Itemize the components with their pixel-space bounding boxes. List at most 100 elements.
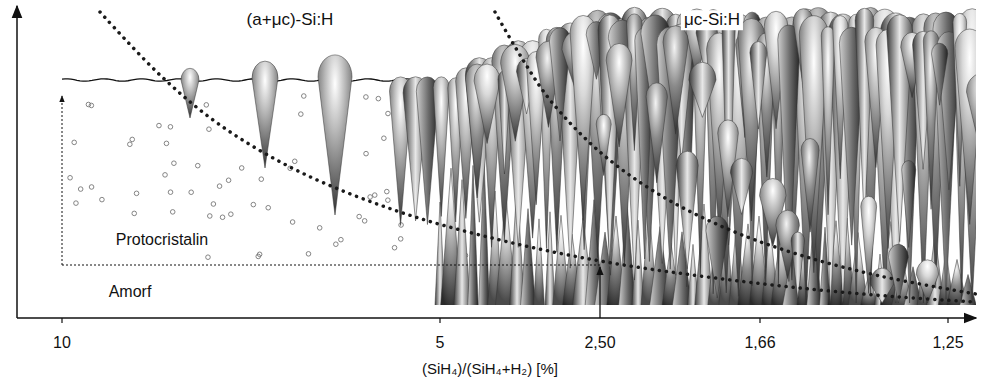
crystal-grain xyxy=(870,268,894,303)
amorphous-dot xyxy=(392,245,397,250)
amorphous-dot xyxy=(364,151,369,156)
crystal-grain xyxy=(955,29,976,224)
amorphous-dot xyxy=(168,125,173,130)
amorphous-dot xyxy=(292,159,297,164)
crystal-grain xyxy=(902,161,916,248)
amorphous-dot xyxy=(362,219,367,224)
surface-line xyxy=(62,79,419,81)
amorphous-dot xyxy=(334,242,339,247)
protocrystalline-guide xyxy=(62,265,600,266)
amorphous-dot xyxy=(206,255,211,260)
crystal-grain xyxy=(801,139,819,233)
tick-label: 1,25 xyxy=(929,334,966,352)
amorphous-dot xyxy=(386,198,391,203)
amorphous-dot xyxy=(170,210,175,215)
amorphous-dot xyxy=(399,223,404,228)
crystal-grain xyxy=(318,55,352,215)
amorphous-dot xyxy=(89,103,94,108)
crystal-grain xyxy=(474,64,500,143)
region-label: Amorf xyxy=(106,283,155,301)
crystal-grain xyxy=(606,43,632,147)
phase-boundary-curve xyxy=(100,12,976,302)
protocrystalline-guide-arrow xyxy=(62,96,63,265)
tick-label: 10 xyxy=(50,334,74,352)
amorphous-dot xyxy=(86,102,91,107)
amorphous-dot xyxy=(384,189,389,194)
axis-title: (SiH₄)/(SiH₄+H₂) [%] xyxy=(419,360,561,377)
crystal-grain xyxy=(689,62,716,117)
crystal-grain xyxy=(706,216,729,298)
amorphous-dot xyxy=(164,141,169,146)
crystal-grain xyxy=(533,219,544,305)
amorphous-dot xyxy=(204,103,209,108)
amorphous-dot xyxy=(220,215,225,220)
amorphous-dot xyxy=(68,175,73,180)
amorphous-dot xyxy=(132,211,137,216)
amorphous-dot xyxy=(229,212,234,217)
phase-boundary-curve xyxy=(495,12,976,294)
crystal-grain xyxy=(750,42,767,129)
amorphous-dot xyxy=(259,177,264,182)
crystal-grain xyxy=(181,68,199,118)
label-anchor: (a+μc)-Si:H xyxy=(244,10,337,30)
crystal-grain xyxy=(676,151,698,268)
crystal-grains xyxy=(181,7,976,305)
crystal-grain xyxy=(730,158,752,214)
amorphous-dot xyxy=(256,254,261,259)
amorphous-dot xyxy=(172,161,177,166)
amorphous-dot xyxy=(226,178,231,183)
amorphous-dot xyxy=(211,202,216,207)
amorphous-dot xyxy=(357,214,362,219)
amorphous-dot xyxy=(301,94,306,99)
amorphous-dot xyxy=(372,193,377,198)
label-anchor: 10 xyxy=(50,334,74,352)
amorphous-dot xyxy=(376,96,381,101)
phase-boundaries xyxy=(100,12,976,302)
amorphous-dot xyxy=(382,136,387,141)
amorphous-dot xyxy=(100,197,105,202)
tick-label: 2,50 xyxy=(581,334,618,352)
amorphous-dot xyxy=(89,185,94,190)
region-label: (a+μc)-Si:H xyxy=(244,10,337,30)
crystal-grain xyxy=(821,27,835,215)
y-axis xyxy=(16,6,18,318)
amorphous-dot xyxy=(251,202,256,207)
crystal-grain xyxy=(932,43,948,105)
amorphous-dot xyxy=(239,166,244,171)
label-anchor: Protocristalin xyxy=(113,231,211,249)
amorphous-dot xyxy=(163,173,168,178)
axis-ticks xyxy=(62,318,948,323)
amorphous-dot xyxy=(195,163,200,168)
tick-label: 5 xyxy=(433,334,448,352)
amorphous-dot xyxy=(398,237,403,242)
amorphous-dot xyxy=(189,190,194,195)
amorphous-dot xyxy=(157,123,162,128)
crystal-grain xyxy=(663,26,688,134)
amorphous-dot xyxy=(207,214,212,219)
label-anchor: Amorf xyxy=(106,283,155,301)
amorphous-dot xyxy=(364,95,369,100)
amorphous-dot xyxy=(386,111,391,116)
amorphous-dot xyxy=(78,187,83,192)
amorphous-dot xyxy=(72,140,77,145)
threshold-arrow xyxy=(599,267,600,318)
amorphous-dot xyxy=(368,195,373,200)
amorphous-dot xyxy=(74,201,79,206)
tick-label: 1,66 xyxy=(741,334,778,352)
x-axis xyxy=(17,317,976,319)
amorphous-dot xyxy=(130,137,135,142)
amorphous-dot xyxy=(128,142,133,147)
crystal-grain xyxy=(433,77,449,217)
amorphous-dot xyxy=(299,112,304,117)
region-label: Protocristalin xyxy=(113,231,211,249)
region-label: μc-Si:H xyxy=(681,10,743,30)
amorphous-dot xyxy=(317,226,322,231)
crystal-grain xyxy=(967,74,976,151)
crystal-grain xyxy=(252,61,278,168)
label-anchor: 5 xyxy=(433,334,448,352)
crystal-grain xyxy=(596,114,611,175)
label-anchor: 2,50 xyxy=(581,334,618,352)
label-anchor: 1,66 xyxy=(741,334,778,352)
